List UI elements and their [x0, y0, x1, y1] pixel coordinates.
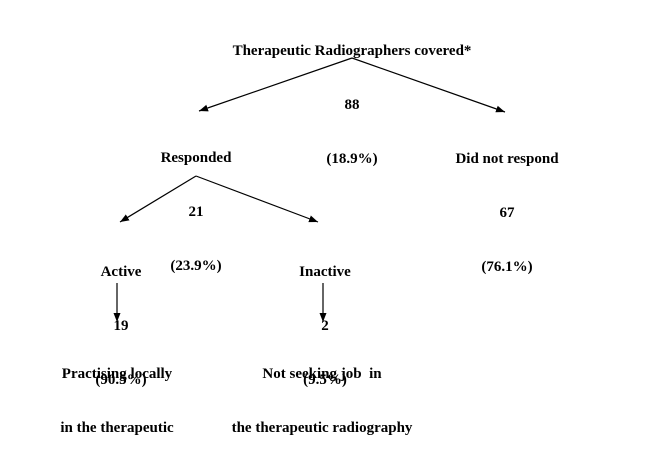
node-active-count: 19 [113, 318, 129, 334]
node-inactive-count: 2 [321, 318, 329, 334]
node-root-percent: (18.9%) [326, 151, 378, 167]
node-not-seeking-job: Not seeking job in the therapeutic radio… [232, 329, 413, 471]
node-practising-locally-label-line1: Practising locally [61, 366, 173, 382]
node-inactive: Inactive 2 (9.5%) [299, 227, 351, 425]
node-root-count: 88 [344, 97, 360, 113]
node-root-label: Therapeutic Radiographers covered* [232, 43, 472, 59]
node-responded-label: Responded [160, 150, 232, 166]
node-did-not-respond-label: Did not respond [455, 151, 559, 167]
node-practising-locally: Practising locally in the therapeutic ra… [42, 329, 191, 471]
node-did-not-respond: Did not respond 67 (76.1%) [455, 114, 558, 312]
node-responded-percent: (23.9%) [170, 258, 222, 274]
node-responded-count: 21 [188, 204, 204, 220]
node-not-seeking-job-label-line1: Not seeking job in [262, 366, 382, 382]
node-active-percent: (90.5%) [95, 372, 147, 388]
node-inactive-percent: (9.5%) [303, 372, 347, 388]
node-active: Active 19 (90.5%) [95, 227, 146, 425]
node-did-not-respond-percent: (76.1%) [481, 259, 533, 275]
node-did-not-respond-count: 67 [499, 205, 515, 221]
node-root: Therapeutic Radiographers covered* 88 (1… [233, 6, 472, 204]
node-inactive-label: Inactive [299, 264, 351, 280]
node-active-label: Active [100, 264, 142, 280]
node-practising-locally-label-line2: in the therapeutic [60, 420, 174, 436]
node-not-seeking-job-label-line2: the therapeutic radiography [231, 420, 413, 436]
node-responded: Responded 21 (23.9%) [161, 113, 232, 311]
